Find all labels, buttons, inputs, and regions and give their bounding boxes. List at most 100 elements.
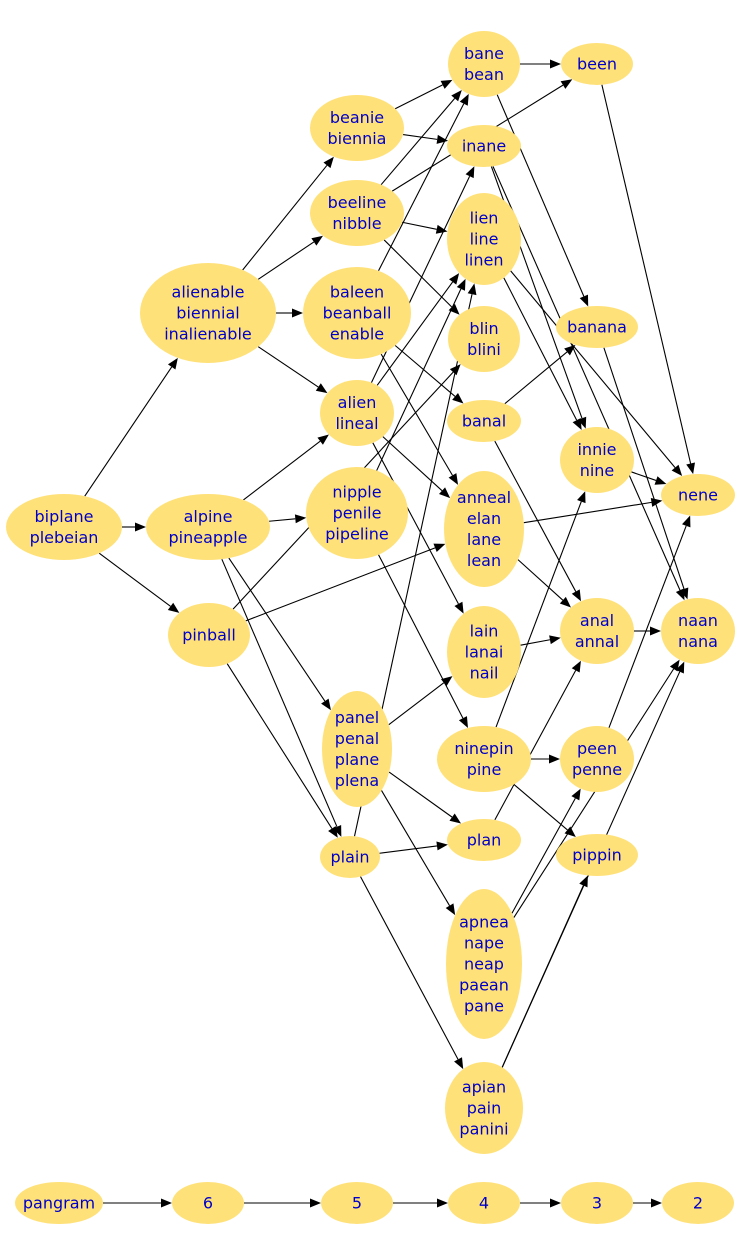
arrowhead-icon [448, 473, 459, 485]
node-label: pippin [572, 846, 622, 865]
node-label: nibble [332, 214, 381, 233]
node-n6[interactable]: 6 [172, 1182, 244, 1224]
edge-line [494, 670, 577, 821]
node-banal[interactable]: banal [447, 400, 521, 442]
node-ellipse [447, 125, 521, 167]
node-label: alien [338, 393, 377, 412]
edge-beanie-to-inane [402, 133, 449, 144]
edge-line [394, 84, 443, 110]
arrowhead-icon [571, 788, 581, 801]
node-ellipse [662, 1182, 734, 1224]
node-label: plebeian [30, 528, 99, 547]
node-ellipse [447, 193, 521, 285]
node-pangram[interactable]: pangram [15, 1182, 103, 1224]
node-label: 6 [203, 1194, 213, 1213]
arrowhead-icon [135, 522, 146, 532]
edge-line [496, 94, 585, 297]
edge-line [504, 351, 568, 405]
arrowhead-icon [564, 344, 576, 356]
node-been[interactable]: been [561, 43, 633, 85]
node-label: inalienable [164, 325, 252, 344]
arrowhead-icon [577, 491, 586, 504]
node-ellipse [447, 606, 521, 698]
node-ellipse [560, 598, 634, 664]
node-label: lanai [465, 643, 504, 662]
edge-line [402, 133, 438, 140]
edge-beeline-to-lien [402, 221, 448, 234]
arrowhead-icon [437, 1198, 448, 1208]
arrowhead-icon [294, 514, 307, 524]
node-label: innie [577, 440, 616, 459]
edge-line [513, 668, 675, 918]
node-label: been [577, 55, 617, 74]
node-label: 3 [592, 1194, 602, 1213]
node-label: penne [572, 760, 622, 779]
node-ellipse [448, 306, 520, 372]
edge-line [382, 436, 443, 492]
edge-line [492, 166, 681, 591]
node-label: biennia [328, 129, 387, 148]
node-plan[interactable]: plan [447, 819, 521, 861]
node-n3[interactable]: 3 [561, 1182, 633, 1224]
edge-nipple-to-ninepin [378, 554, 468, 728]
node-pippin[interactable]: pippin [556, 834, 638, 876]
edge-line [380, 353, 453, 476]
node-plain[interactable]: plain [320, 836, 380, 878]
edge-line [520, 639, 551, 646]
edge-line [394, 345, 456, 397]
node-ellipse [560, 726, 634, 792]
edge-panel-to-apnea [381, 790, 456, 916]
node-ellipse [448, 31, 520, 97]
edge-line [388, 771, 453, 818]
edge-bane-to-banana [496, 94, 589, 307]
node-n4[interactable]: 4 [448, 1182, 520, 1224]
edge-plain-to-apian [360, 876, 464, 1070]
node-nene[interactable]: nene [661, 474, 735, 516]
node-n5[interactable]: 5 [321, 1182, 393, 1224]
edge-line [631, 471, 657, 481]
node-ellipse [310, 180, 404, 246]
node-ellipse [321, 1182, 393, 1224]
edge-line [98, 552, 171, 607]
node-label: pinball [182, 626, 236, 645]
edge-beeline-to-blin [383, 239, 460, 315]
arrowhead-icon [449, 273, 460, 285]
edge-alien-to-anneal [382, 436, 451, 499]
edge-beanie-to-bane [394, 79, 453, 110]
edge-anneal-to-anal [517, 559, 571, 608]
node-pinball[interactable]: pinball [168, 603, 250, 667]
edge-line [360, 876, 459, 1060]
edge-line [269, 518, 296, 522]
arrowhead-icon [465, 166, 475, 179]
node-label: 4 [479, 1194, 489, 1213]
arrowhead-icon [686, 462, 695, 475]
node-n2[interactable]: 2 [662, 1182, 734, 1224]
edge-line [381, 790, 451, 906]
node-label: apian [462, 1078, 506, 1097]
edge-beeline-to-bane [380, 90, 462, 186]
node-banana[interactable]: banana [556, 306, 638, 348]
node-inane[interactable]: inane [447, 125, 521, 167]
node-ellipse [561, 1182, 633, 1224]
